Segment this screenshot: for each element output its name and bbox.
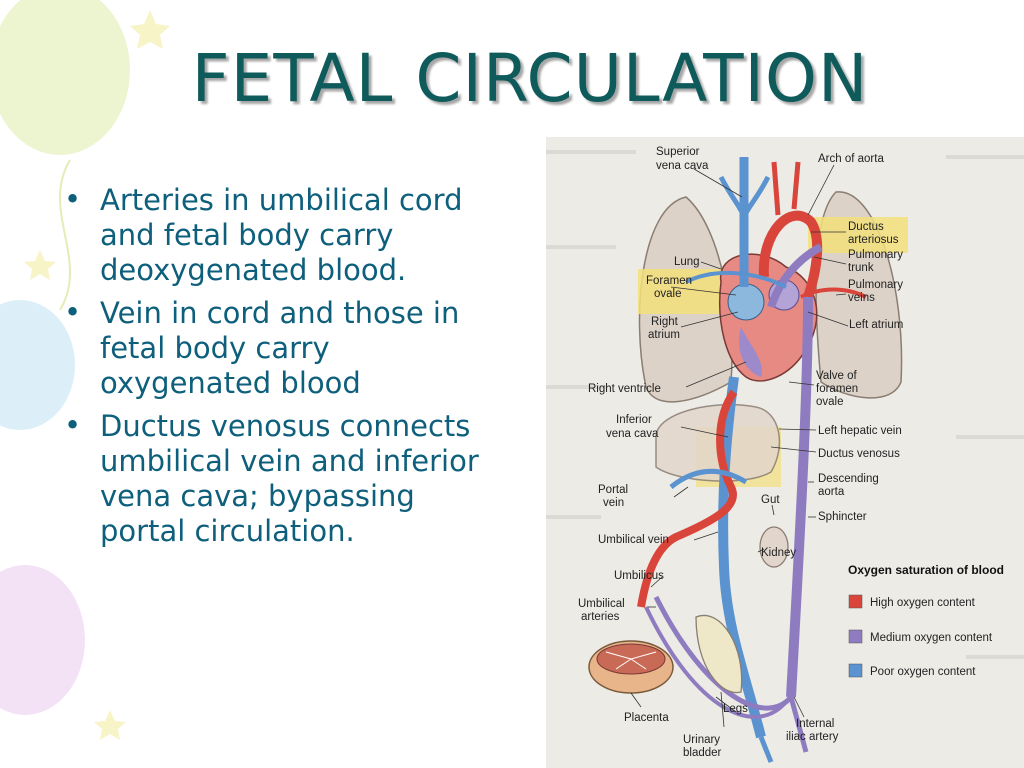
right-ventricle-chamber xyxy=(738,327,762,377)
label-right-atrium-2: atrium xyxy=(648,329,680,341)
label-inferior-vena-cava-2: vena cava xyxy=(606,428,659,440)
oxygen-legend: Oxygen saturation of blood High oxygen c… xyxy=(848,563,1004,678)
leader-lines xyxy=(630,164,849,728)
label-valve-foramen-2: foramen xyxy=(816,383,858,395)
star-decoration xyxy=(24,250,56,280)
bullet-item: • Vein in cord and those in fetal body ca… xyxy=(62,295,507,401)
leg-artery xyxy=(788,696,809,753)
bullet-text: Ductus venosus connects umbilical vein a… xyxy=(100,409,479,548)
star-decoration xyxy=(130,10,170,49)
right-atrium-chamber xyxy=(727,283,765,321)
aortic-arch-vessel xyxy=(758,210,823,299)
label-umbilical-arteries-1: Umbilical xyxy=(578,598,625,610)
label-pulmonary-veins-1: Pulmonary xyxy=(848,279,903,291)
label-umbilical-arteries-2: arteries xyxy=(581,611,620,623)
neck-vein xyxy=(741,175,771,219)
label-urinary-bladder-1: Urinary xyxy=(683,734,720,746)
bullet-item: • Ductus venosus connects umbilical vein … xyxy=(62,408,507,549)
label-urinary-bladder-2: bladder xyxy=(683,747,722,759)
label-portal-vein-2: vein xyxy=(603,497,624,509)
placenta-vessels xyxy=(605,651,657,670)
paper-texture xyxy=(546,150,1024,659)
star-decoration xyxy=(94,710,126,740)
bullet-item: • Arteries in umbilical cord and fetal bo… xyxy=(62,182,507,288)
label-internal-iliac-2: iliac artery xyxy=(786,731,839,743)
legend-swatch-high xyxy=(848,594,863,609)
umbilical-vein-vessel xyxy=(637,389,738,608)
label-sphincter: Sphincter xyxy=(818,511,867,523)
legend-swatch-poor xyxy=(848,663,863,678)
label-pulmonary-veins-2: veins xyxy=(848,292,875,304)
bullet-text: Vein in cord and those in fetal body car… xyxy=(100,296,460,400)
inferior-vena-cava-vessel xyxy=(718,376,766,739)
label-pulmonary-trunk-2: trunk xyxy=(848,262,874,274)
label-umbilicus: Umbilicus xyxy=(614,570,664,582)
pulmonary-vein-vessel xyxy=(800,287,867,299)
label-left-atrium: Left atrium xyxy=(849,319,903,331)
label-placenta: Placenta xyxy=(624,712,669,724)
balloon-string xyxy=(59,159,71,311)
descending-aorta-vessel xyxy=(786,296,813,698)
label-internal-iliac-1: Internal xyxy=(796,718,834,730)
diagram-svg: Superior vena cava Arch of aorta Ductus … xyxy=(546,137,1024,768)
pulmonary-trunk-vessel xyxy=(767,243,823,309)
bullet-list: • Arteries in umbilical cord and fetal bo… xyxy=(62,182,507,557)
label-descending-aorta-1: Descending xyxy=(818,473,879,485)
label-right-ventricle: Right ventricle xyxy=(588,383,661,395)
leg-vein xyxy=(758,736,774,763)
legend-label-high: High oxygen content xyxy=(870,597,976,609)
label-legs: Legs xyxy=(723,703,748,715)
label-ductus-arteriosus-1: Ductus xyxy=(848,221,884,233)
portal-vein-vessel xyxy=(669,468,748,489)
carotid-artery xyxy=(771,161,781,216)
label-foramen-ovale-2: ovale xyxy=(654,288,682,300)
label-ductus-venosus: Ductus venosus xyxy=(818,448,900,460)
label-arch-of-aorta: Arch of aorta xyxy=(818,153,884,165)
umbilical-artery-vessel xyxy=(644,606,788,719)
pulmonary-artery-vessel xyxy=(685,271,787,289)
label-foramen-ovale-1: Foramen xyxy=(646,275,692,287)
label-umbilical-vein: Umbilical vein xyxy=(598,534,669,546)
label-gut: Gut xyxy=(761,494,780,506)
label-lung: Lung xyxy=(674,256,700,268)
urinary-bladder-organ xyxy=(695,614,743,694)
bullet-text: Arteries in umbilical cord and fetal bod… xyxy=(100,183,463,287)
label-kidney: Kidney xyxy=(761,547,796,559)
bullet-marker: • xyxy=(64,408,82,442)
label-pulmonary-trunk-1: Pulmonary xyxy=(848,249,903,261)
carotid-artery xyxy=(791,161,801,210)
slide-title: FETAL CIRCULATION xyxy=(191,40,869,117)
label-left-hepatic-vein: Left hepatic vein xyxy=(818,425,902,437)
label-superior-vena-cava-1: Superior xyxy=(656,146,700,158)
label-valve-foramen-1: Valve of xyxy=(816,370,858,382)
label-valve-foramen-3: ovale xyxy=(816,396,844,408)
legend-title: Oxygen saturation of blood xyxy=(848,563,1004,577)
legend-swatch-medium xyxy=(848,629,863,644)
label-descending-aorta-2: aorta xyxy=(818,486,845,498)
bullet-marker: • xyxy=(64,182,82,216)
legend-label-medium: Medium oxygen content xyxy=(870,632,993,644)
label-portal-vein-1: Portal xyxy=(598,484,628,496)
legend-label-poor: Poor oxygen content xyxy=(870,666,976,678)
label-right-atrium-1: Right xyxy=(651,316,679,328)
balloon-green xyxy=(0,0,130,155)
fetal-circulation-diagram: Superior vena cava Arch of aorta Ductus … xyxy=(546,137,1024,768)
kidney-organ xyxy=(759,526,789,568)
label-ductus-arteriosus-2: arteriosus xyxy=(848,234,899,246)
balloon-purple xyxy=(0,565,85,715)
label-inferior-vena-cava-1: Inferior xyxy=(616,414,652,426)
bullet-marker: • xyxy=(64,295,82,329)
highlight-ductus xyxy=(808,217,908,253)
balloon-blue xyxy=(0,300,75,430)
label-superior-vena-cava-2: vena cava xyxy=(656,160,709,172)
